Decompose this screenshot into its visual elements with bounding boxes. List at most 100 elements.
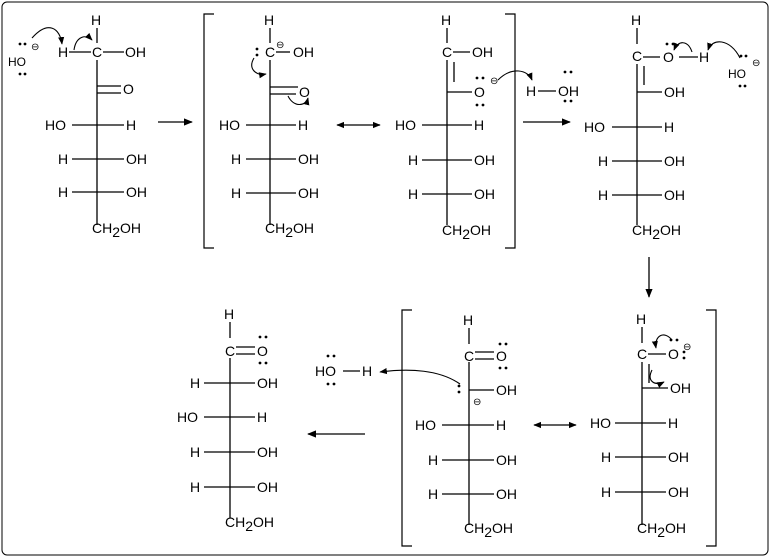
atom-label: HO xyxy=(395,117,416,133)
atom-label: OH xyxy=(496,452,517,468)
atom-label: C xyxy=(632,48,642,64)
atom-label: H xyxy=(601,449,611,465)
atom-label: H xyxy=(526,83,536,99)
ch2oh-label: CH2OH xyxy=(637,520,686,540)
curly-arrow xyxy=(31,27,65,45)
atom-label: O xyxy=(474,84,485,100)
ch2oh-label: CH2OH xyxy=(225,514,274,534)
atom-label: OH xyxy=(496,382,517,398)
curly-arrow xyxy=(497,70,533,81)
atom-label: H xyxy=(441,12,451,28)
atom-label: H xyxy=(496,417,506,433)
atom-label: OH xyxy=(125,44,146,60)
atom-label: H xyxy=(474,117,484,133)
atom-label: HO xyxy=(590,415,611,431)
atom-label: H xyxy=(598,187,608,203)
structure-5-enolate: H C O ⊖ OH HO H H OH H OH CH2OH xyxy=(590,311,691,540)
atom-label: C xyxy=(225,343,235,359)
atom-label: OH xyxy=(293,44,314,60)
curly-arrow xyxy=(707,41,741,59)
atom-label: OH xyxy=(496,486,517,502)
atom-label: C xyxy=(464,348,474,364)
atom-label: OH xyxy=(298,185,319,201)
ch2oh-label: CH2OH xyxy=(632,222,681,242)
atom-label: H xyxy=(58,151,68,167)
atom-label: O xyxy=(668,346,679,362)
water-molecule-2: HO H xyxy=(315,354,372,386)
atom-label: OH xyxy=(257,444,278,460)
atom-label: H xyxy=(190,375,200,391)
curly-arrow xyxy=(651,334,673,349)
hydroxide-ion-1: HO ⊖ xyxy=(8,42,39,76)
atom-label: OH xyxy=(474,186,495,202)
ch2oh-label: CH2OH xyxy=(464,520,513,540)
atom-label: OH xyxy=(664,153,685,169)
structure-4-enediol: H C O H OH HO H H OH H OH CH2OH xyxy=(584,12,709,242)
atom-label: HO xyxy=(315,363,336,379)
atom-label: OH xyxy=(298,151,319,167)
atom-label: C xyxy=(442,44,452,60)
atom-label: OH xyxy=(670,380,691,396)
charge-symbol: ⊖ xyxy=(752,58,760,69)
charge-symbol: ⊖ xyxy=(473,397,481,408)
curly-arrow xyxy=(379,368,461,385)
atom-label: HO xyxy=(45,117,66,133)
atom-label: OH xyxy=(126,151,147,167)
curly-arrow xyxy=(673,42,693,53)
atom-label: H xyxy=(91,12,101,28)
atom-label: OH xyxy=(558,83,579,99)
water-molecule-1: H OH xyxy=(526,70,579,103)
atom-label: OH xyxy=(668,449,689,465)
structure-6-carbanion: H C O ⊖ OH HO H H OH H OH CH2OH xyxy=(415,312,517,540)
ch2oh-label: CH2OH xyxy=(442,222,491,242)
atom-label: H xyxy=(428,486,438,502)
atom-label: C xyxy=(265,44,275,60)
bracket-left xyxy=(203,13,214,249)
atom-label: HO xyxy=(728,67,746,81)
atom-label: HO xyxy=(8,55,26,69)
atom-label: C xyxy=(92,44,102,60)
atom-label: H xyxy=(408,152,418,168)
atom-label: H xyxy=(631,12,641,28)
atom-label: O xyxy=(123,81,134,97)
atom-label: O xyxy=(663,49,674,65)
ch2oh-label: CH2OH xyxy=(92,220,141,240)
atom-label: H xyxy=(664,119,674,135)
atom-label: H xyxy=(264,12,274,28)
atom-label: OH xyxy=(664,187,685,203)
charge-symbol: ⊖ xyxy=(683,342,691,353)
atom-label: H xyxy=(699,49,709,65)
atom-label: H xyxy=(598,153,608,169)
atom-label: OH xyxy=(257,375,278,391)
atom-label: H xyxy=(231,185,241,201)
atom-label: H xyxy=(58,44,68,60)
atom-label: OH xyxy=(664,84,685,100)
structure-7-epimer: H C O H OH HO H H OH H OH CH2OH xyxy=(177,306,278,534)
bracket-right xyxy=(706,309,717,547)
atom-label: OH xyxy=(126,184,147,200)
atom-label: OH xyxy=(472,44,493,60)
curly-arrow xyxy=(649,369,665,388)
atom-label: HO xyxy=(219,117,240,133)
atom-label: OH xyxy=(474,152,495,168)
atom-label: H xyxy=(636,311,646,327)
atom-label: H xyxy=(463,312,473,328)
atom-label: H xyxy=(257,409,267,425)
bracket-right xyxy=(505,13,516,249)
curly-arrow xyxy=(287,95,310,106)
atom-label: H xyxy=(126,117,136,133)
ch2oh-label: CH2OH xyxy=(265,220,314,240)
hydroxide-ion-2: HO ⊖ xyxy=(728,54,760,88)
structure-3-enolate: H C OH O ⊖ HO H H OH H OH CH2OH xyxy=(395,12,498,242)
atom-label: C xyxy=(637,346,647,362)
atom-label: H xyxy=(668,415,678,431)
bracket-left xyxy=(401,309,412,547)
atom-label: H xyxy=(601,484,611,500)
curly-arrow xyxy=(73,32,93,51)
atom-label: H xyxy=(58,184,68,200)
atom-label: H xyxy=(190,444,200,460)
atom-label: H xyxy=(362,363,372,379)
atom-label: HO xyxy=(584,119,605,135)
